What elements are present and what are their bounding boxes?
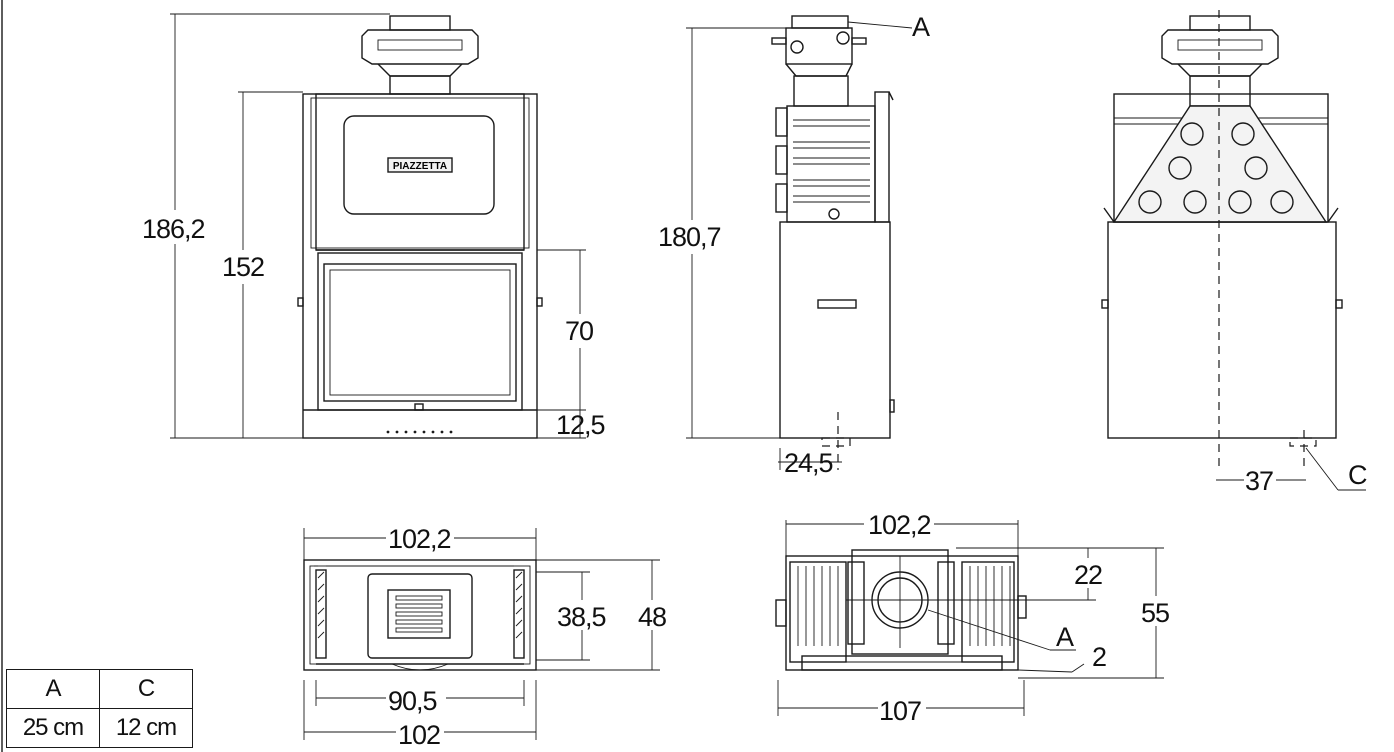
legend-value-a: 25 cm [6, 708, 100, 748]
dim-side-outlet-offset: 24,5 [784, 448, 833, 478]
legend-header-c: C [99, 669, 193, 709]
dim-glass-height: 70 [565, 316, 593, 346]
legend-value-c: 12 cm [99, 708, 193, 748]
dim-top-width: 102,2 [388, 524, 451, 554]
dim-plan-offset: 22 [1074, 560, 1102, 590]
brand-plate: PIAZZETTA [393, 161, 447, 172]
dim-side-total-height: 180,7 [658, 222, 721, 252]
outlet-legend-table: A C 25 cm 12 cm [6, 669, 193, 748]
label-outlet-a-side: A [912, 12, 930, 42]
label-outlet-a-plan: A [1056, 622, 1074, 652]
label-outlet-c-rear: C [1348, 460, 1367, 490]
dim-plan-depth: 55 [1141, 598, 1169, 628]
dim-base-height: 12,5 [556, 410, 605, 440]
dim-rear-outlet-offset: 37 [1245, 466, 1273, 496]
dim-front-total-height: 186,2 [142, 214, 205, 244]
dim-top-inner-width: 90,5 [388, 686, 437, 716]
dim-top-depth: 48 [638, 602, 666, 632]
side-view: 180,7 24,5 A [656, 12, 931, 478]
dim-plan-gap: 2 [1092, 642, 1106, 672]
dim-plan-width: 102,2 [868, 510, 931, 540]
legend-header-row: A C [6, 669, 193, 709]
front-view: PIAZZETTA 186,2 152 70 12, [142, 13, 606, 440]
rear-view: 37 C [1101, 10, 1368, 496]
legend-value-row: 25 cm 12 cm [6, 708, 193, 748]
dim-plan-total-width: 107 [879, 696, 921, 726]
dim-top-bottom-width: 102 [398, 720, 440, 750]
top-view-left: 102,2 90,5 102 38,5 48 [303, 522, 670, 750]
legend-header-a: A [6, 669, 100, 709]
dim-front-body-height: 152 [222, 252, 264, 282]
top-view-right: 102,2 22 55 2 A 107 [775, 508, 1174, 726]
dim-top-inner-depth: 38,5 [557, 602, 606, 632]
